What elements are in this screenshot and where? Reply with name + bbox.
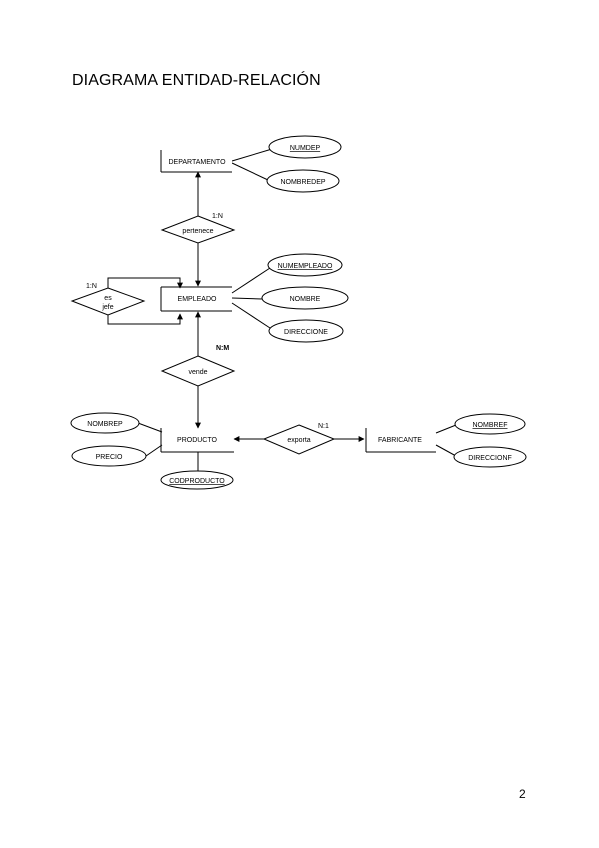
line-esjefe-bottom [107, 313, 183, 325]
svg-text:NOMBREDEP: NOMBREDEP [280, 179, 325, 186]
attribute-nombrep: NOMBREP [70, 412, 140, 434]
attribute-direccione: DIRECCIONE [268, 319, 344, 343]
relationship-exporta: exporta [262, 424, 336, 455]
svg-text:NUMDEP: NUMDEP [290, 145, 321, 152]
svg-text:CODPRODUCTO: CODPRODUCTO [169, 478, 225, 485]
line-dep-nombredep [231, 162, 269, 181]
relationship-es-jefe: es jefe [70, 287, 146, 316]
line-emp-numempleado [231, 267, 271, 294]
attribute-nombre: NOMBRE [261, 286, 349, 310]
svg-text:DIRECCIONF: DIRECCIONF [468, 455, 512, 462]
cardinality-vende: N:M [216, 345, 229, 352]
svg-text:NUMEMPLEADO: NUMEMPLEADO [278, 263, 333, 270]
line-emp-nombre [231, 297, 263, 300]
relationship-vende: vende [160, 355, 236, 387]
entity-producto: PRODUCTO [160, 428, 234, 453]
entity-label: EMPLEADO [178, 296, 217, 303]
svg-text:PRECIO: PRECIO [96, 454, 123, 461]
relationship-pertenece: pertenece [160, 215, 236, 244]
attribute-numempleado: NUMEMPLEADO [267, 253, 343, 277]
attribute-nombref: NOMBREF [454, 413, 526, 435]
cardinality-pertenece: 1:N [212, 213, 223, 220]
attribute-precio: PRECIO [71, 445, 147, 467]
page-number: 2 [519, 787, 526, 801]
attribute-nombredep: NOMBREDEP [266, 169, 340, 193]
relationship-label: pertenece [182, 228, 213, 235]
entity-label: DEPARTAMENTO [168, 159, 226, 166]
relationship-label: jefe [101, 304, 113, 311]
line-fab-direccionf [435, 444, 457, 457]
relationship-label: es [104, 295, 112, 302]
entity-empleado: EMPLEADO [160, 286, 232, 312]
line-dep-numdep [231, 148, 273, 162]
svg-text:DIRECCIONE: DIRECCIONE [284, 329, 328, 336]
entity-label: FABRICANTE [378, 437, 422, 444]
line-prod-precio [145, 444, 163, 457]
line-emp-direccione [231, 302, 271, 329]
svg-text:NOMBREP: NOMBREP [87, 421, 123, 428]
attribute-codproducto: CODPRODUCTO [160, 470, 234, 490]
cardinality-exporta: N:1 [318, 423, 329, 430]
page-title: DIAGRAMA ENTIDAD-RELACIÓN [72, 72, 321, 89]
relationship-label: exporta [287, 437, 310, 444]
line-fab-nombref [435, 424, 457, 434]
entity-fabricante: FABRICANTE [365, 428, 436, 453]
line-prod-nombrep [137, 422, 163, 433]
line-esjefe-top [107, 277, 183, 289]
attribute-numdep: NUMDEP [268, 135, 342, 159]
svg-text:NOMBREF: NOMBREF [473, 422, 508, 429]
cardinality-es-jefe: 1:N [86, 283, 97, 290]
entity-departamento: DEPARTAMENTO [160, 150, 232, 173]
svg-text:NOMBRE: NOMBRE [290, 296, 321, 303]
entity-label: PRODUCTO [177, 437, 217, 444]
connector-lines [107, 148, 457, 474]
attribute-direccionf: DIRECCIONF [453, 446, 527, 468]
relationship-label: vende [188, 369, 207, 376]
